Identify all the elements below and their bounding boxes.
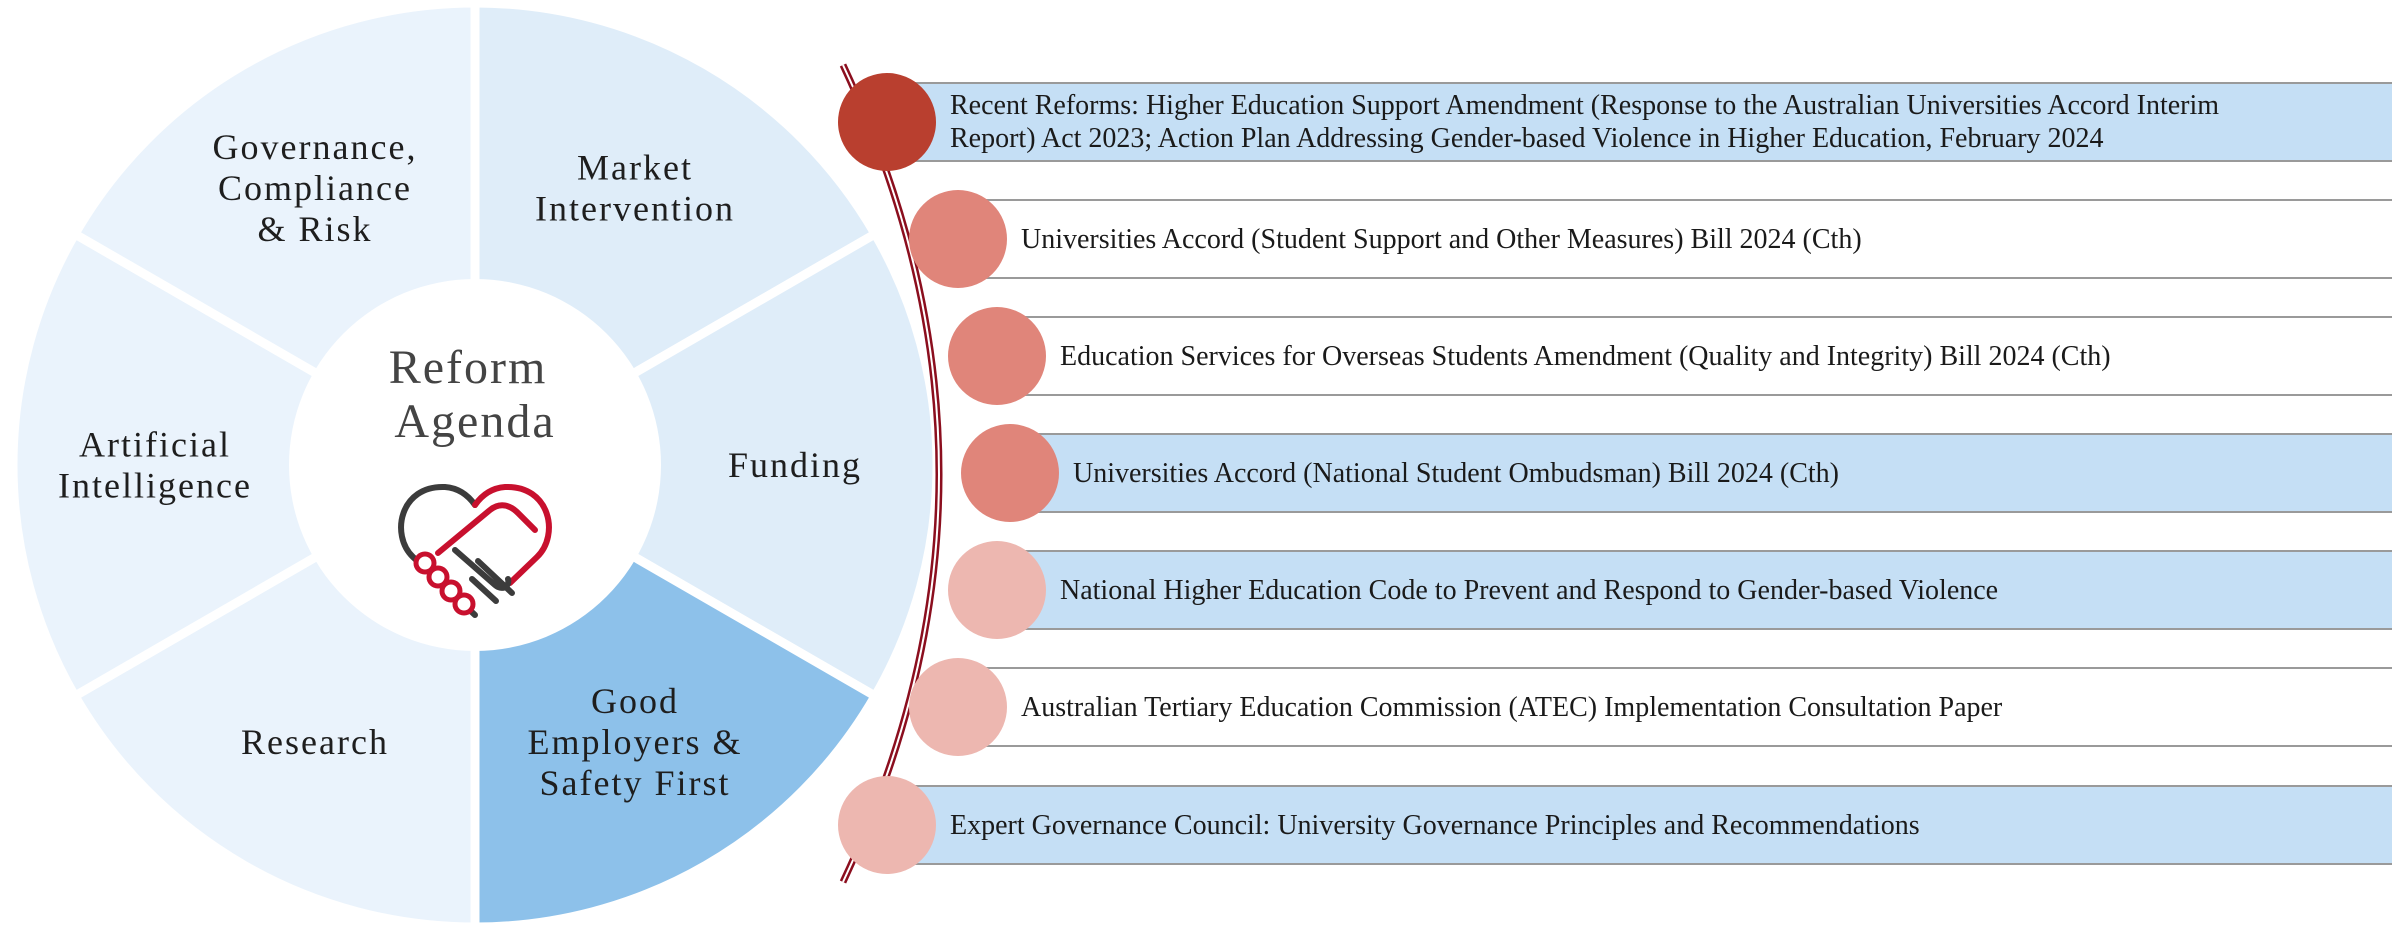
wheel-label-line: Governance, — [213, 127, 418, 167]
timeline-item-text: Expert Governance Council: University Go… — [950, 809, 1920, 842]
timeline-item-line: Australian Tertiary Education Commission… — [1021, 691, 2003, 723]
center-title-line-2: Agenda — [394, 395, 555, 448]
wheel-label-line: Market — [577, 147, 693, 187]
timeline-bar: Expert Governance Council: University Go… — [887, 785, 2392, 865]
wheel-label-research: Research — [241, 722, 389, 762]
wheel-label-line: Intervention — [535, 188, 735, 228]
timeline-bar: Recent Reforms: Higher Education Support… — [887, 82, 2392, 162]
timeline-item-text: Education Services for Overseas Students… — [1060, 340, 2111, 373]
timeline-item-line: Education Services for Overseas Students… — [1060, 340, 2111, 372]
wheel-label-line: & Risk — [257, 209, 372, 249]
wheel-label-line: Safety First — [540, 763, 731, 803]
wheel-label-line: Intelligence — [58, 466, 252, 506]
timeline-item-line: Universities Accord (Student Support and… — [1021, 223, 1862, 255]
timeline-item-text: Australian Tertiary Education Commission… — [1021, 691, 2002, 724]
wheel-segment-ai — [8, 227, 484, 703]
timeline-bar: Universities Accord (National Student Om… — [1010, 433, 2392, 513]
wheel-label-line: Compliance — [218, 168, 412, 208]
wheel-center — [289, 279, 661, 651]
timeline-item-text: Universities Accord (Student Support and… — [1021, 223, 1862, 256]
timeline-bar: Australian Tertiary Education Commission… — [958, 667, 2392, 747]
timeline-bar: Universities Accord (Student Support and… — [958, 199, 2392, 279]
timeline-item-text: Recent Reforms: Higher Education Support… — [950, 89, 2219, 155]
timeline-bar: National Higher Education Code to Preven… — [997, 550, 2392, 630]
wheel-label-line: Funding — [728, 445, 862, 485]
timeline-item-line: Expert Governance Council: University Go… — [950, 809, 1920, 841]
timeline-item-line: Universities Accord (National Student Om… — [1073, 457, 1840, 489]
wheel-label-line: Artificial — [79, 425, 231, 465]
timeline-item-line: Report) Act 2023; Action Plan Addressing… — [950, 123, 2104, 154]
wheel-label-line: Research — [241, 722, 389, 762]
wheel-label-governance: Governance,Compliance& Risk — [213, 127, 418, 249]
timeline-bar: Education Services for Overseas Students… — [997, 316, 2392, 396]
center-title: Reform Agenda — [389, 341, 562, 448]
wheel-label-funding: Funding — [728, 445, 862, 485]
timeline-item-line: National Higher Education Code to Preven… — [1060, 574, 1999, 606]
center-title-line-1: Reform — [389, 341, 548, 394]
handshake-heart-icon — [398, 483, 552, 618]
wheel-label-line: Good — [591, 681, 679, 721]
timeline-item-text: Universities Accord (National Student Om… — [1073, 457, 1839, 490]
timeline-item-line: Recent Reforms: Higher Education Support… — [950, 90, 2220, 121]
wheel-label-line: Employers & — [528, 722, 743, 762]
timeline-item-text: National Higher Education Code to Preven… — [1060, 574, 1998, 607]
